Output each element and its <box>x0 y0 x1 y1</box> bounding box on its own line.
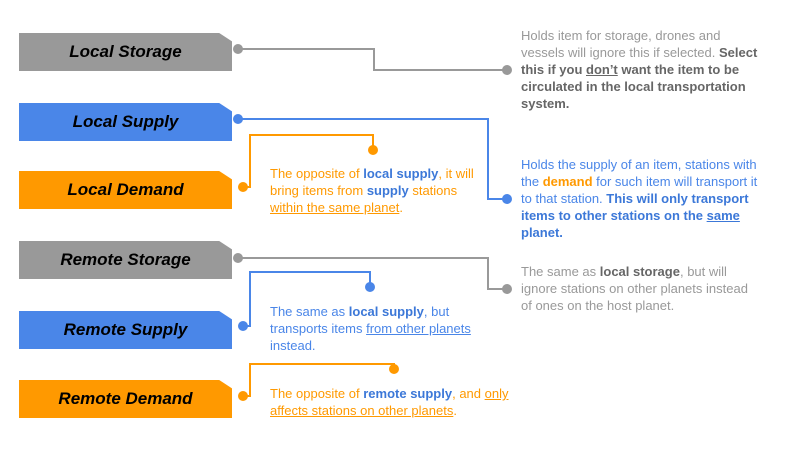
tag-local-demand: Local Demand <box>19 171 232 209</box>
note-remote-storage: The same as local storage, but will igno… <box>521 264 748 313</box>
connector-dot <box>502 284 512 294</box>
connector-dot <box>389 364 399 374</box>
note-local-storage: Holds item for storage, drones and vesse… <box>521 28 758 111</box>
tag-local-supply: Local Supply <box>19 103 232 141</box>
tag-remote-demand: Remote Demand <box>19 380 232 418</box>
connector-remote-storage <box>238 257 507 290</box>
connector-dot <box>368 145 378 155</box>
tag-local-storage: Local Storage <box>19 33 232 71</box>
connector-dot <box>502 194 512 204</box>
tag-remote-storage: Remote Storage <box>19 241 232 279</box>
note-local-supply: Holds the supply of an item, stations wi… <box>521 157 758 240</box>
connector-dot <box>238 321 248 331</box>
note-remote-demand: The opposite of remote supply, and only … <box>270 386 509 418</box>
connector-dot <box>233 253 243 263</box>
connector-dot <box>238 391 248 401</box>
connector-dot <box>238 182 248 192</box>
connector-local-storage <box>238 48 507 71</box>
note-local-demand: The opposite of local supply, it will br… <box>270 166 474 215</box>
connector-local-supply <box>238 118 507 200</box>
tag-remote-supply: Remote Supply <box>19 311 232 349</box>
note-remote-supply: The same as local supply, but transports… <box>270 304 471 353</box>
connector-dot <box>502 65 512 75</box>
connector-dot <box>233 44 243 54</box>
connector-dot <box>365 282 375 292</box>
connector-dot <box>233 114 243 124</box>
